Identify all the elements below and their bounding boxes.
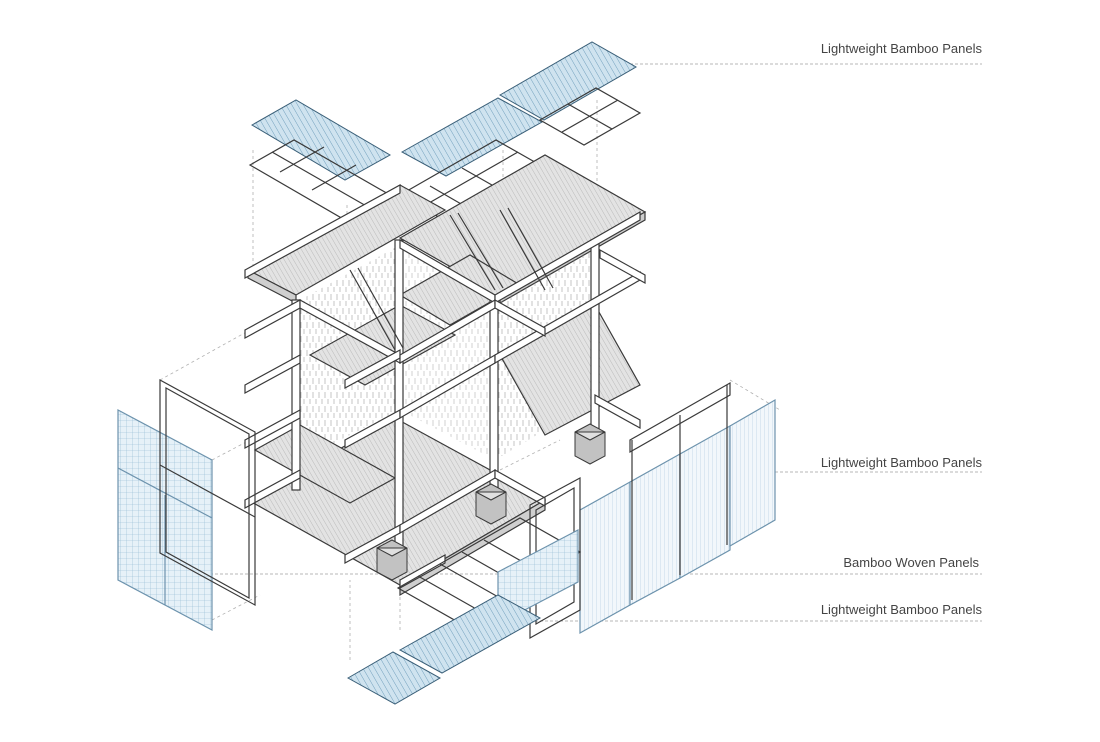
bamboo-beams bbox=[244, 183, 646, 590]
right-wall-panels bbox=[579, 381, 776, 635]
floor-bamboo-panels bbox=[346, 594, 542, 705]
label-roof-bamboo-panels: Lightweight Bamboo Panels bbox=[820, 41, 982, 56]
roof-bamboo-panels bbox=[251, 41, 638, 181]
label-wall-bamboo-panels: Lightweight Bamboo Panels bbox=[820, 455, 982, 470]
concrete-footings bbox=[376, 423, 606, 581]
left-wall-panels bbox=[117, 378, 256, 631]
bottom-woven-frame bbox=[396, 476, 582, 640]
label-floor-bamboo-panels: Lightweight Bamboo Panels bbox=[820, 602, 982, 617]
roof-bracing bbox=[349, 207, 554, 351]
label-bamboo-woven-panels: Bamboo Woven Panels bbox=[843, 555, 979, 570]
